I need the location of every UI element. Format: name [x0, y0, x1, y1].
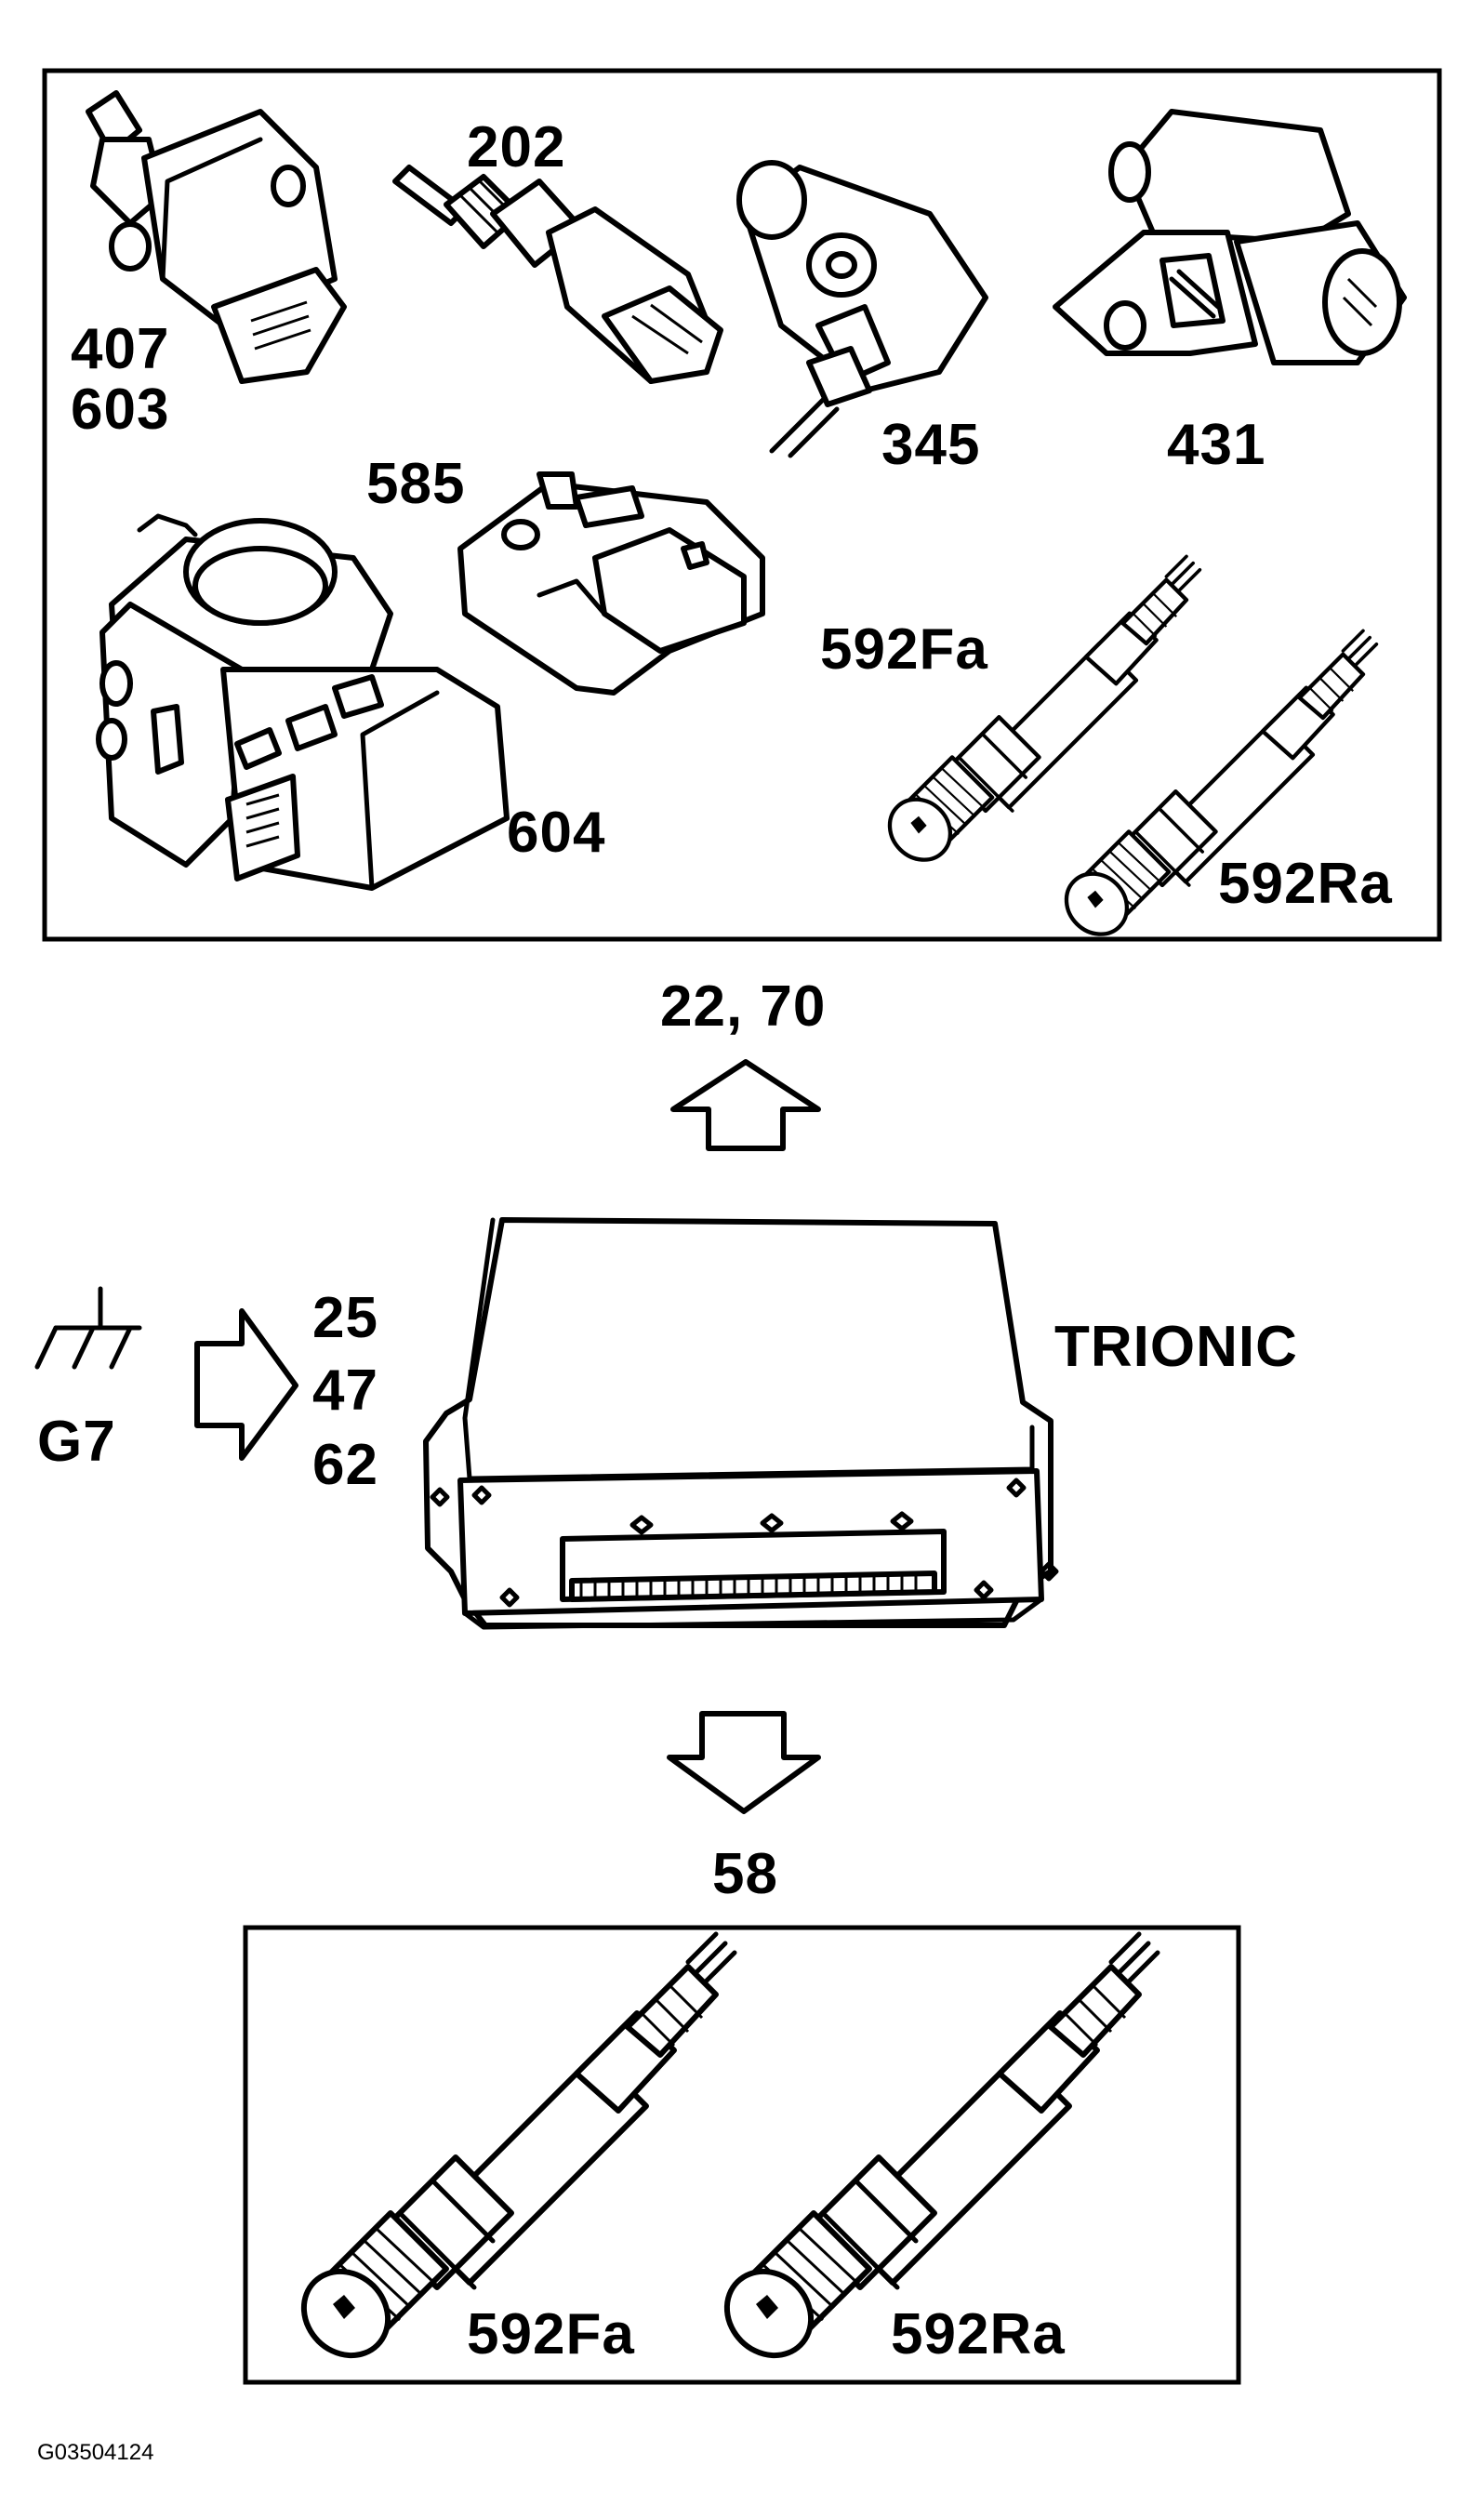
- label-g7: G7: [37, 1410, 116, 1474]
- label-62: 62: [312, 1433, 378, 1497]
- label-25: 25: [312, 1286, 378, 1350]
- label-592fa-top: 592Fa: [820, 617, 988, 682]
- label-47: 47: [312, 1359, 378, 1423]
- label-407: 407: [71, 317, 170, 381]
- pressure-sensor-icon: [1053, 109, 1407, 365]
- pressure-sensor-icon: [86, 90, 347, 384]
- label-202: 202: [467, 115, 566, 179]
- label-ecu: TRIONIC: [1054, 1315, 1298, 1379]
- ground-symbol-icon: [34, 1286, 142, 1370]
- arrow-down-icon: [667, 1711, 821, 1814]
- figure-id: G03504124: [37, 2440, 154, 2465]
- label-592fa-bottom: 592Fa: [467, 2302, 635, 2366]
- label-58: 58: [712, 1842, 778, 1906]
- label-585: 585: [366, 452, 466, 516]
- pressure-sensor-icon: [457, 471, 765, 696]
- label-604: 604: [507, 801, 606, 865]
- label-592ra-bottom: 592Ra: [891, 2302, 1066, 2366]
- camshaft-sensor-icon: [736, 160, 988, 458]
- label-out-arrow: 22, 70: [660, 974, 827, 1039]
- component-box-bottom: [243, 1925, 1241, 2385]
- ecu-module-icon: [423, 1217, 1059, 1630]
- arrow-right-icon: [194, 1308, 298, 1461]
- label-592ra-top: 592Ra: [1218, 852, 1393, 916]
- throttle-body-icon: [96, 513, 510, 891]
- temperature-sensor-icon: [392, 165, 723, 384]
- component-box-top: [42, 68, 1442, 942]
- label-431: 431: [1167, 413, 1266, 477]
- label-345: 345: [881, 413, 981, 477]
- label-603: 603: [71, 378, 170, 442]
- arrow-up-icon: [670, 1059, 821, 1151]
